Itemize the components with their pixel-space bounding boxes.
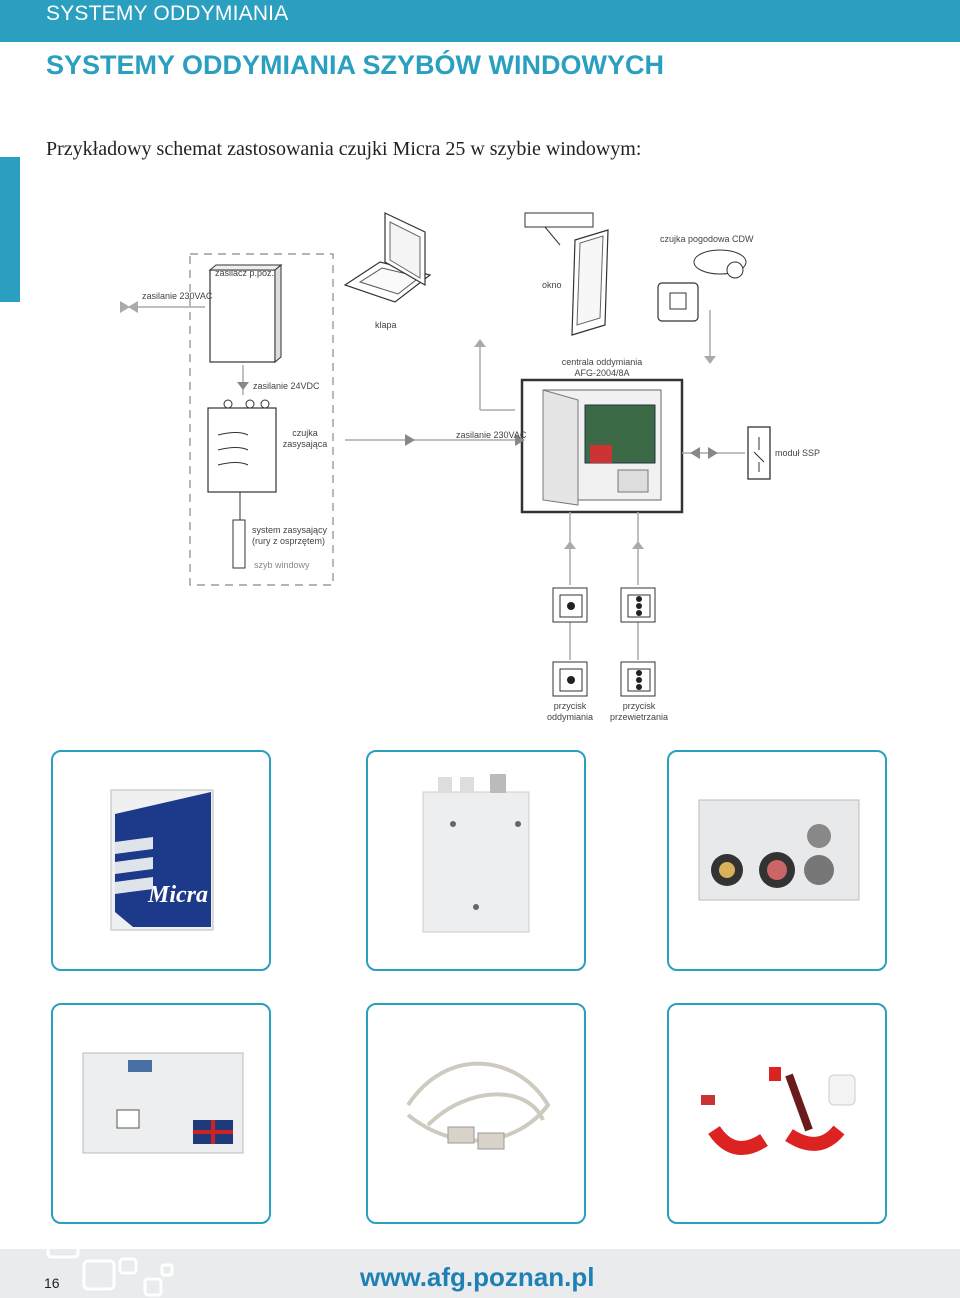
label-pipe-system: system zasysający (rury z osprzętem) bbox=[252, 525, 327, 547]
smoke-button-icon bbox=[552, 661, 588, 697]
label-smoke-button-line2: oddymiania bbox=[546, 712, 594, 722]
photo-micra-bottom bbox=[667, 750, 887, 971]
label-pipe-system-line1: system zasysający bbox=[252, 525, 328, 535]
fire-psu-icon bbox=[208, 263, 283, 364]
label-power-230-left: zasilanie 230VAC bbox=[142, 291, 213, 301]
label-window: okno bbox=[542, 280, 562, 290]
smoke-button-icon-top bbox=[552, 587, 588, 623]
label-vent-button-line1: przycisk bbox=[622, 701, 656, 711]
label-control-panel: centrala oddymiania AFG-2004/8A bbox=[560, 357, 644, 379]
photo-micra-front: Micra bbox=[51, 750, 271, 971]
label-ssp-module: moduł SSP bbox=[775, 448, 821, 458]
photo-micra-back bbox=[366, 750, 586, 971]
weather-sensor-icon bbox=[657, 249, 747, 322]
label-control-panel-line2: AFG-2004/8A bbox=[574, 368, 630, 378]
label-vent-button: przycisk przewietrzania bbox=[604, 701, 674, 723]
footer-squares-icon bbox=[46, 1249, 174, 1297]
label-smoke-button-line1: przycisk bbox=[553, 701, 587, 711]
label-shaft: szyb windowy bbox=[254, 560, 310, 570]
shaft-smoke-diagram bbox=[120, 212, 771, 697]
vent-button-icon-top bbox=[620, 587, 656, 623]
section-title: SYSTEMY ODDYMIANIA SZYBÓW WINDOWYCH bbox=[46, 50, 665, 80]
label-aspirating-line1: czujka bbox=[292, 428, 318, 438]
vent-button-icon bbox=[620, 661, 656, 697]
page-number: 16 bbox=[44, 1275, 60, 1291]
header-title: SYSTEMY ODDYMIANIA bbox=[46, 2, 289, 25]
label-smoke-button: przycisk oddymiania bbox=[540, 701, 600, 723]
label-aspirating: czujka zasysająca bbox=[280, 428, 330, 450]
label-power-230-mid: zasilanie 230VAC bbox=[456, 430, 527, 440]
label-vent-button-line2: przewietrzania bbox=[609, 712, 669, 722]
photo-cable bbox=[366, 1003, 586, 1224]
photo-pipes bbox=[667, 1003, 887, 1224]
subtitle: Przykładowy schemat zastosowania czujki … bbox=[46, 138, 642, 160]
label-control-panel-line1: centrala oddymiania bbox=[561, 357, 643, 367]
top-header-bar: SYSTEMY ODDYMIANIA bbox=[0, 0, 960, 42]
label-weather-sensor: czujka pogodowa CDW bbox=[660, 234, 754, 244]
label-fire-psu: zasilacz p.poż. bbox=[215, 268, 275, 278]
label-pipe-system-line2: (rury z osprzętem) bbox=[252, 536, 326, 546]
footer-url-link[interactable]: www.afg.poznan.pl bbox=[360, 1262, 595, 1292]
hatch-icon bbox=[343, 212, 432, 303]
photo-micra-side bbox=[51, 1003, 271, 1224]
side-tab-accent bbox=[0, 157, 20, 302]
aspirating-detector-icon bbox=[207, 399, 277, 569]
svg-text:Micra: Micra bbox=[147, 882, 208, 908]
footer-bar bbox=[0, 1249, 960, 1298]
shaft-outline bbox=[189, 253, 334, 586]
window-icon bbox=[524, 212, 609, 336]
label-power-24: zasilanie 24VDC bbox=[253, 381, 320, 391]
label-aspirating-line2: zasysająca bbox=[282, 439, 328, 449]
label-hatch: klapa bbox=[375, 320, 397, 330]
control-panel-icon bbox=[520, 378, 684, 514]
ssp-module-icon bbox=[747, 426, 771, 480]
